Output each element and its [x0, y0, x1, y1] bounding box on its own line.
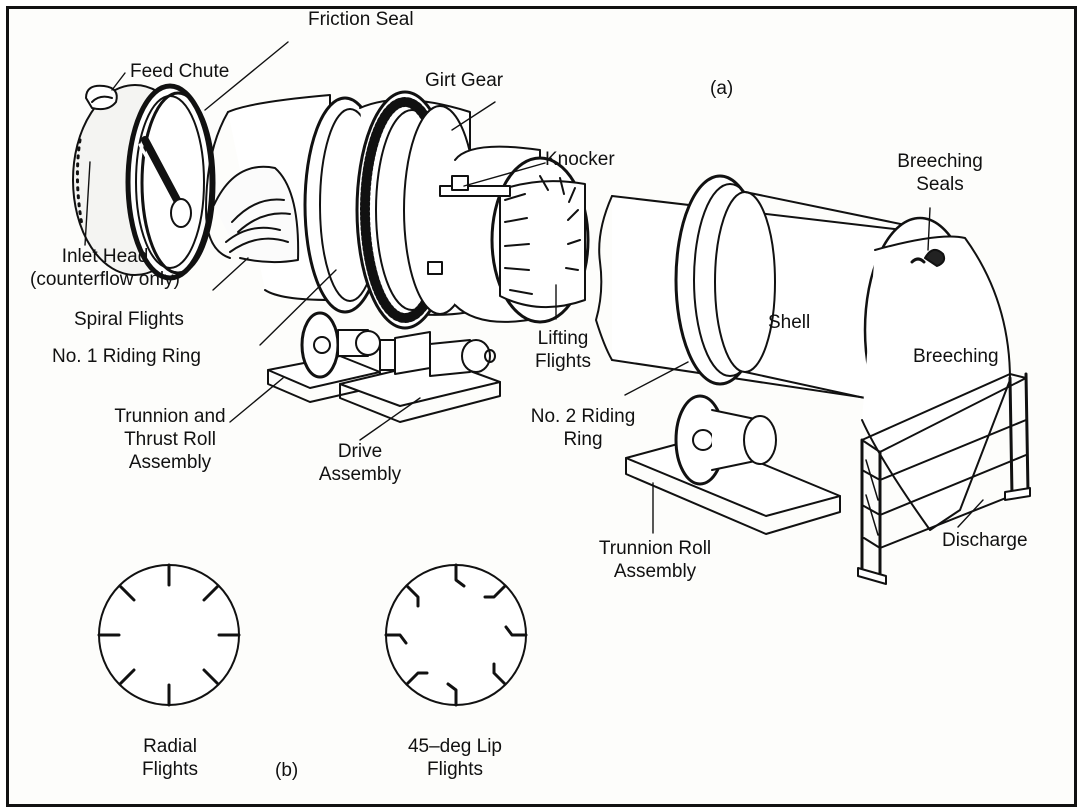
breeching [861, 216, 1011, 531]
label-line: Breeching [897, 151, 983, 172]
label-trunnion-roll-assembly: Trunnion Roll Assembly [580, 537, 730, 583]
right-shell [595, 174, 921, 411]
label-line: Ring [563, 429, 603, 450]
label-no2-riding-ring: No. 2 Riding Ring [518, 405, 648, 451]
label-knocker: Knocker [545, 149, 615, 170]
leader-lines [84, 41, 984, 534]
lip-flights-diagram [384, 563, 528, 707]
label-lifting-flights: Lifting Flights [520, 327, 606, 373]
feed-chute [85, 84, 118, 111]
label-friction-seal: Friction Seal [308, 9, 414, 30]
label-line: Assembly [128, 452, 212, 473]
label-radial-flights: Radial Flights [110, 735, 230, 781]
label-spiral-flights: Spiral Flights [74, 309, 184, 330]
label-trunnion-thrust-assembly: Trunnion and Thrust Roll Assembly [90, 405, 250, 474]
label-line: Flights [535, 351, 591, 372]
label-line: Inlet Head [61, 246, 149, 267]
label-line: Assembly [318, 464, 402, 485]
trunnion-roll-assembly [625, 394, 841, 535]
label-line: Drive [337, 441, 383, 462]
label-lip-flights: 45–deg Lip Flights [380, 735, 530, 781]
inlet-head [72, 83, 216, 281]
label-line: Flights [427, 759, 483, 780]
label-line: (counterflow only) [30, 269, 180, 290]
label-line: Flights [142, 759, 198, 780]
trunnion-thrust-assembly [267, 311, 381, 403]
label-inlet-head: Inlet Head (counterflow only) [10, 245, 200, 291]
label-line: Seals [916, 174, 964, 195]
drive-assembly [339, 331, 501, 423]
label-drive-assembly: Drive Assembly [300, 440, 420, 486]
label-no1-riding-ring: No. 1 Riding Ring [52, 346, 201, 367]
label-breeching-seals: Breeching Seals [880, 150, 1000, 196]
breeching-stand [857, 372, 1031, 585]
label-panel-a: (a) [710, 78, 734, 99]
label-line: Thrust Roll [124, 429, 216, 450]
label-girt-gear: Girt Gear [425, 70, 504, 91]
label-line: Assembly [613, 561, 697, 582]
label-panel-b: (b) [275, 760, 299, 781]
label-line: Trunnion Roll [598, 538, 712, 559]
label-line: Radial [143, 736, 197, 757]
radial-flights-diagram [97, 563, 241, 707]
label-feed-chute: Feed Chute [130, 61, 230, 82]
label-line: Lifting [537, 328, 589, 349]
label-discharge: Discharge [942, 530, 1028, 551]
label-line: 45–deg Lip [407, 736, 503, 757]
knocker-section [427, 145, 590, 324]
label-shell: Shell [768, 312, 811, 333]
label-line: Trunnion and [114, 406, 226, 427]
label-line: No. 2 Riding [530, 406, 636, 427]
left-shell [205, 94, 331, 301]
label-breeching: Breeching [913, 346, 999, 367]
